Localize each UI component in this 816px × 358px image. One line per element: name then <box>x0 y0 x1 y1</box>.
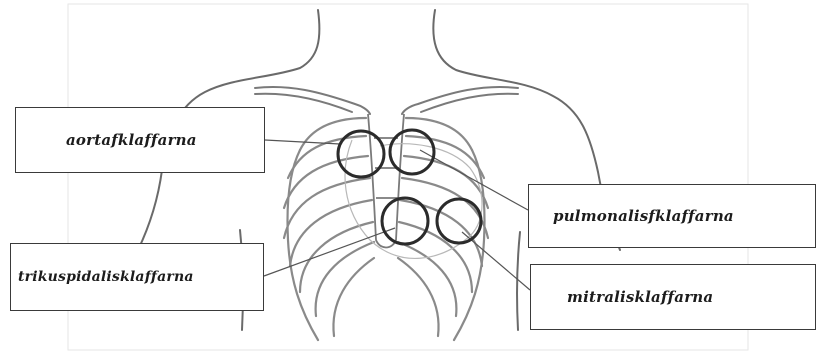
mitralis-valve-circle <box>437 199 481 243</box>
clavicles <box>255 87 518 114</box>
leader-line-pulmonalis <box>420 150 528 210</box>
label-aorta-box: aortafklaffarna <box>15 107 265 173</box>
label-pulmonalis-text: pulmonalisfklaffarna <box>553 207 734 225</box>
ribs-right <box>398 118 488 340</box>
label-mitralis-text: mitralisklaffarna <box>567 288 713 306</box>
label-pulmonalis-box: pulmonalisfklaffarna <box>528 184 816 248</box>
label-mitralis-box: mitralisklaffarna <box>530 264 816 330</box>
label-trikuspidalis-box: trikuspidalisklaffarna <box>10 243 264 311</box>
label-trikuspidalis-text: trikuspidalisklaffarna <box>18 269 194 285</box>
trikuspidalis-valve-circle <box>382 198 428 244</box>
label-aorta-text: aortafklaffarna <box>66 131 197 149</box>
aorta-valve-circle <box>338 131 384 177</box>
